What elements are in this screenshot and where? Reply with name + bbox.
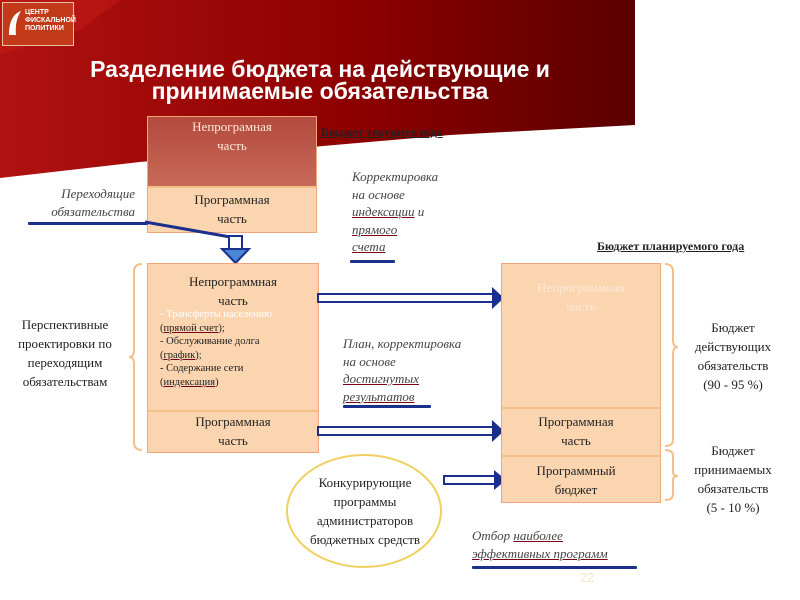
middle-item-debt: - Обслуживание долга(график); — [160, 336, 260, 361]
transitional-underline — [28, 222, 148, 225]
page-title: Разделение бюджета на действующие и прин… — [0, 56, 640, 104]
planned-year-header: Бюджет планируемого года — [597, 239, 745, 253]
middle-items-list: - Трансферты населению(прямой счет); - О… — [160, 308, 320, 389]
correction-label: Корректировка на основе индексации и пря… — [352, 169, 439, 254]
current-nonprogram-section — [148, 117, 316, 187]
current-separator — [148, 186, 316, 188]
selection-underline — [472, 566, 637, 569]
plan-underline — [343, 405, 431, 408]
logo-mark-icon — [9, 11, 21, 35]
page-number: 22 — [580, 570, 595, 585]
right-brace-icon — [664, 263, 679, 501]
competing-ellipse — [286, 454, 442, 568]
selection-label: Отбор наиболее эффективных программ — [472, 528, 608, 561]
logo: ЦЕНТР ФИСКАЛЬНОЙ ПОЛИТИКИ — [2, 2, 76, 46]
logo-text: ЦЕНТР ФИСКАЛЬНОЙ ПОЛИТИКИ — [25, 9, 76, 32]
plan-label: План, корректировка на основе достигнуты… — [343, 336, 462, 404]
title-line-1: Разделение бюджета на действующие и — [90, 56, 550, 82]
right-separator-2 — [502, 455, 660, 457]
correction-underline — [350, 260, 395, 263]
middle-separator — [148, 410, 318, 412]
middle-item-transfers: - Трансферты населению(прямой счет); — [160, 309, 273, 334]
current-year-header: Бюджет текущего года — [321, 125, 443, 139]
middle-item-network: - Содержание сети(индексация) — [160, 363, 244, 388]
title-line-2: принимаемые обязательства — [151, 78, 489, 104]
left-brace-icon — [128, 263, 143, 451]
right-separator-1 — [502, 407, 660, 409]
